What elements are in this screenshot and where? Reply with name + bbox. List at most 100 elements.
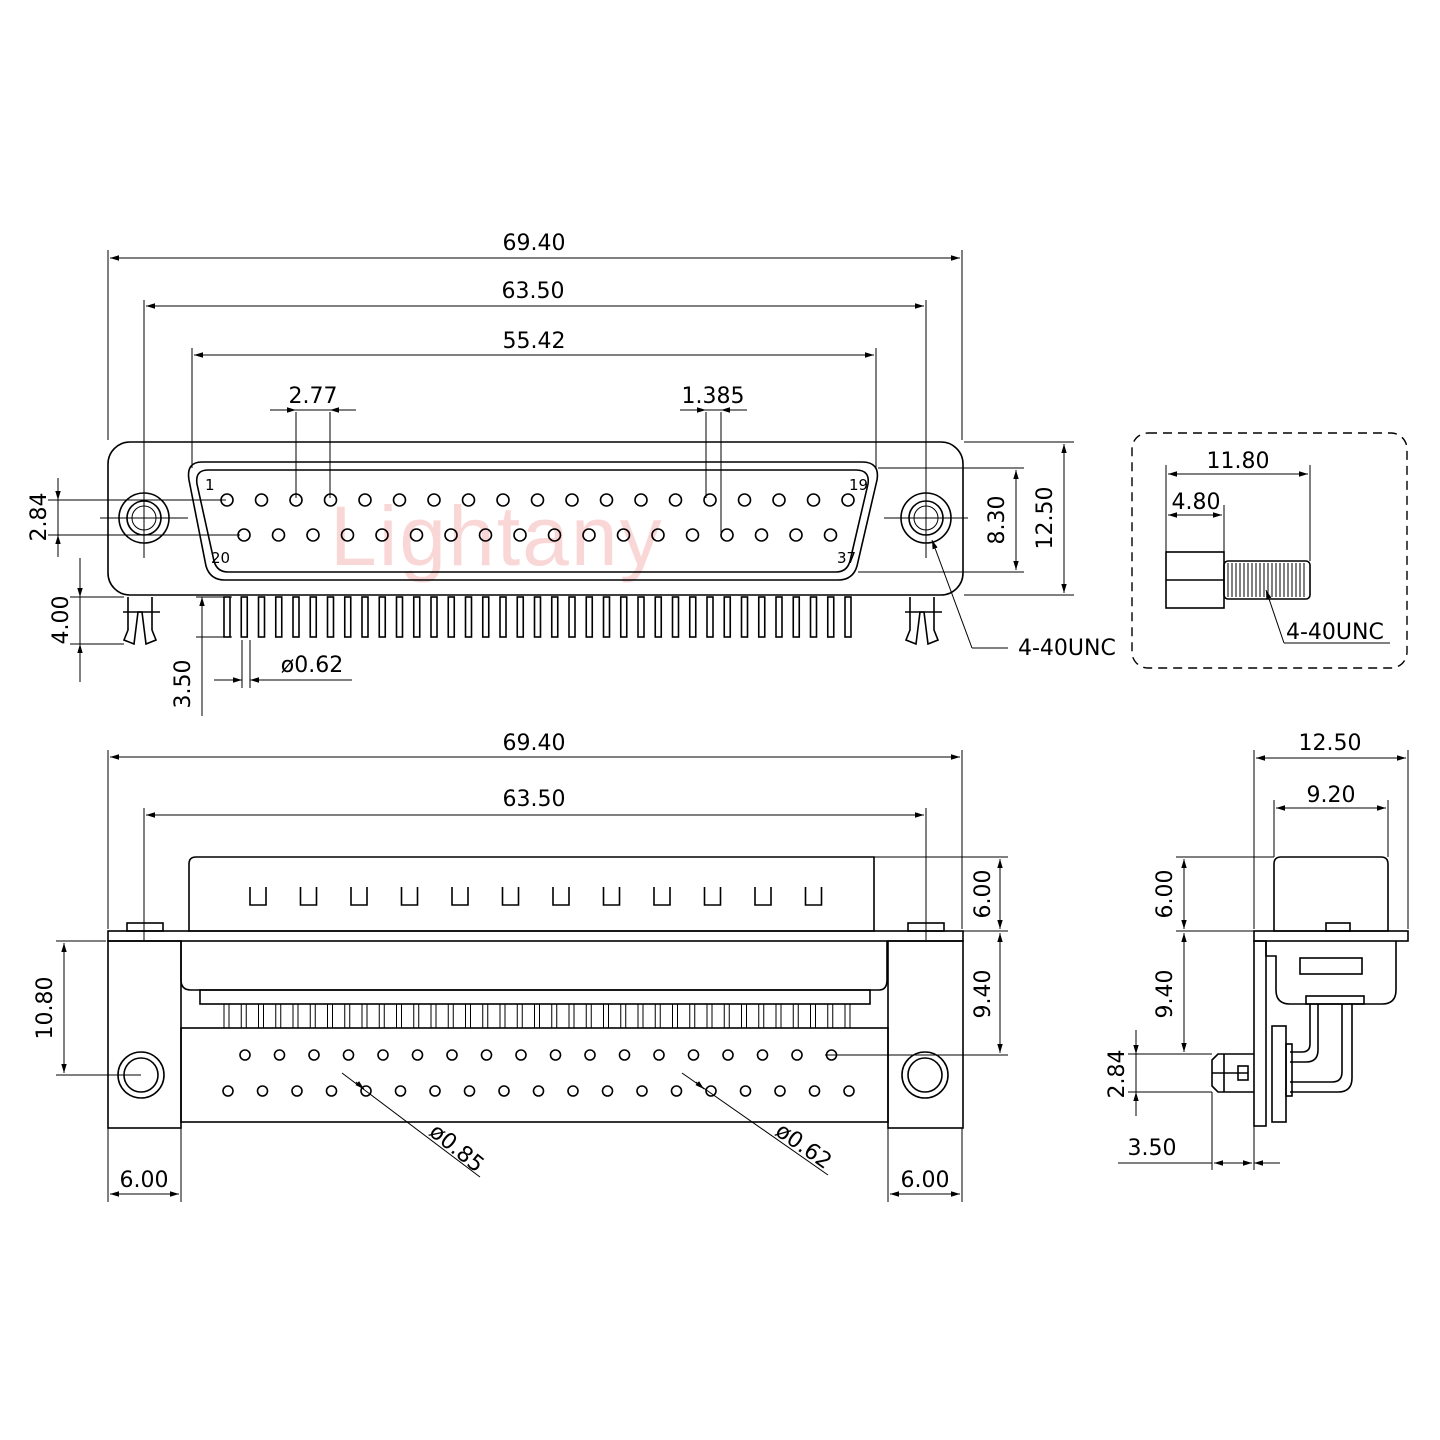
pin-tail [706, 596, 714, 638]
contact-window [703, 887, 722, 906]
pin-tail [602, 596, 611, 638]
pin-top-13 [634, 493, 648, 507]
pcb-hole-top [446, 1049, 458, 1061]
dim-right-ear: 6.00 [901, 1168, 950, 1193]
pin-tail [723, 596, 732, 638]
pcb-hole-bottom [843, 1085, 855, 1097]
pin-label-1: 1 [205, 476, 215, 494]
dim-flange-height: 12.50 [1033, 487, 1058, 550]
dim-side-shell-depth: 6.00 [1153, 870, 1178, 919]
tail-stub [309, 1003, 316, 1029]
pin-top-14 [668, 493, 683, 507]
pin-bottom-31 [616, 528, 631, 542]
tail-stub [844, 1003, 851, 1029]
pcb-hole-bottom [498, 1085, 510, 1097]
pcb-hole-top [342, 1049, 355, 1061]
pcb-hole-top [515, 1049, 527, 1061]
pin-bottom-26 [444, 528, 458, 542]
contact-window [754, 887, 772, 906]
pin-top-5 [358, 493, 372, 507]
screw-thread-label: 4-40UNC [1286, 620, 1384, 645]
detail-frame [1131, 432, 1408, 669]
dim-row-spacing: 2.84 [27, 493, 52, 542]
pin-bottom-35 [754, 528, 769, 542]
pin-tail [223, 596, 231, 638]
pin-tail [309, 596, 318, 638]
pcb-hole-bottom [567, 1085, 579, 1097]
left-bracket [107, 940, 182, 1129]
dim-pin-pitch: 2.77 [289, 384, 338, 409]
dim-side-body-depth: 9.40 [1153, 970, 1178, 1019]
tail-stub [447, 1003, 454, 1029]
front-pin-array [220, 493, 855, 542]
pin-bottom-36 [789, 528, 803, 542]
dim-screw-total-length: 11.80 [1207, 449, 1270, 474]
bottom-view: 69.40 63.50 6.00 9.40 10.80 6.00 6.00 ø0… [33, 731, 1008, 1202]
pcb-hole-bottom [601, 1085, 614, 1097]
dim-hex-length: 4.80 [1172, 490, 1221, 515]
insulator-body [180, 941, 888, 991]
pcb-hole-top [687, 1049, 700, 1061]
dim-boardlock-hole: ø0.85 [424, 1119, 488, 1178]
tail-stubs [223, 1003, 851, 1029]
bottom-right-hole [901, 1051, 949, 1099]
pcb-hole-bottom [429, 1085, 441, 1097]
pcb-hole-bottom [739, 1085, 752, 1097]
pin-bottom-30 [582, 528, 596, 542]
dim-bottom-body-depth: 9.40 [971, 970, 996, 1019]
pin-bottom-37 [823, 528, 838, 542]
tail-stub [292, 1003, 299, 1029]
dim-front-overall-width: 69.40 [503, 231, 566, 256]
dim-side-pin-tail-offset: 3.50 [1128, 1136, 1177, 1161]
contact-window [804, 887, 823, 906]
pin-label-20: 20 [211, 549, 230, 567]
pin-top-7 [427, 493, 441, 507]
pin-tail [361, 596, 369, 638]
pin-tail [740, 596, 749, 638]
pin-top-12 [599, 493, 614, 507]
pcb-hole-top [411, 1049, 424, 1061]
side-body [1265, 941, 1397, 1005]
dim-side-shell-height: 9.20 [1307, 783, 1356, 808]
tail-stub [654, 1003, 661, 1029]
pin-bottom-32 [651, 528, 665, 542]
pin-bottom-22 [306, 528, 320, 542]
tail-stub [775, 1003, 782, 1029]
contact-window [249, 887, 267, 906]
pin-bottom-25 [409, 528, 424, 542]
tail-stub [827, 1003, 834, 1029]
pcb-hole-bottom [360, 1085, 372, 1097]
dim-bottom-mount-spacing: 63.50 [503, 787, 566, 812]
tail-stub [758, 1003, 765, 1029]
pcb-hole-top [308, 1049, 320, 1061]
pcb-hole-bottom [705, 1085, 717, 1097]
dim-pin-hole: ø0.62 [771, 1118, 836, 1174]
tail-stub [585, 1003, 592, 1029]
pin-top-18 [806, 493, 821, 507]
right-bracket [887, 940, 964, 1129]
front-d-shell-outer [187, 461, 879, 581]
front-d-shell-inner [195, 469, 870, 573]
pin-tail [378, 596, 387, 638]
tail-stub [620, 1003, 627, 1029]
pin-tail [326, 596, 335, 638]
pin-tail [654, 596, 663, 638]
tail-stub [534, 1003, 540, 1029]
pin-bottom-29 [547, 528, 562, 542]
pin-tail [516, 596, 525, 638]
pin-tail [395, 596, 404, 638]
dim-bottom-shell-height: 6.00 [971, 870, 996, 919]
contact-window [552, 887, 570, 906]
dim-left-ear: 6.00 [120, 1168, 169, 1193]
pin-top-15 [703, 493, 717, 507]
contact-window [602, 887, 621, 906]
pin-tail [257, 596, 266, 638]
pin-tail [412, 596, 421, 638]
pin-tail [550, 596, 559, 638]
pcb-hole-top [791, 1049, 803, 1061]
pcb-hole-bottom [325, 1085, 338, 1097]
pin-top-10 [530, 493, 545, 507]
pin-top-11 [565, 493, 579, 507]
contact-window [501, 887, 520, 906]
